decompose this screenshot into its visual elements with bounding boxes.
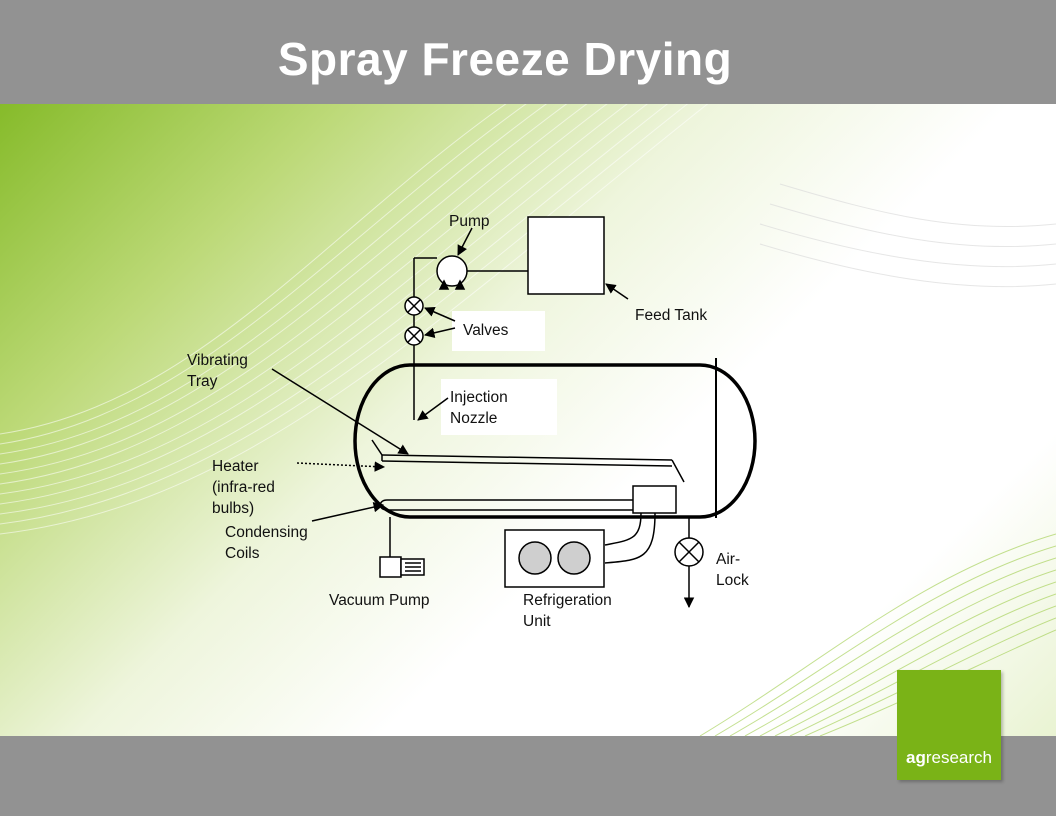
label-air-lock: Air- Lock xyxy=(716,551,749,589)
vibrating-tray xyxy=(371,439,685,483)
tray-pointer xyxy=(271,368,409,455)
label-heater: Heater (infra-red bulbs) xyxy=(212,458,275,517)
valve-pointer-upper xyxy=(424,306,456,322)
pump-pointer xyxy=(457,227,473,256)
wave-lines xyxy=(0,104,1056,736)
heater-pointer xyxy=(296,461,386,472)
label-vacuum-pump: Vacuum Pump xyxy=(329,592,430,609)
feed-tank-pointer xyxy=(605,283,629,300)
label-pump: Pump xyxy=(449,213,490,230)
label-condensing-coils: Condensing Coils xyxy=(225,524,308,562)
condensing-coils xyxy=(379,499,637,511)
air-lock-valve xyxy=(674,537,704,567)
title-bar: Spray Freeze Drying xyxy=(0,0,1056,104)
nozzle-label-bg xyxy=(441,379,557,435)
label-vibrating-tray: Vibrating Tray xyxy=(187,352,248,390)
vacuum-pump xyxy=(379,556,425,578)
background-waves xyxy=(0,104,1056,736)
slide-title: Spray Freeze Drying xyxy=(277,33,733,85)
label-valves: Valves xyxy=(463,322,509,339)
label-refrigeration-unit: Refrigeration Unit xyxy=(523,592,612,630)
label-injection-nozzle: Injection Nozzle xyxy=(450,389,508,427)
logo-text-bold: ag xyxy=(906,748,926,767)
pump xyxy=(436,255,468,287)
refrigeration-box xyxy=(632,485,677,514)
valve-lower xyxy=(404,326,424,346)
label-feed-tank: Feed Tank xyxy=(635,307,708,324)
valve-pointer-lower xyxy=(423,327,456,338)
feed-tank xyxy=(527,216,605,295)
agresearch-logo: agresearch xyxy=(897,670,1001,780)
nozzle-pointer xyxy=(417,397,449,421)
logo-text-rest: research xyxy=(925,748,992,767)
valves-label-bg xyxy=(452,311,545,351)
drying-chamber xyxy=(353,363,757,519)
footer-bar xyxy=(0,736,1056,816)
coils-pointer xyxy=(311,501,385,522)
valve-upper xyxy=(404,296,424,316)
logo-text: agresearch xyxy=(897,748,1001,768)
